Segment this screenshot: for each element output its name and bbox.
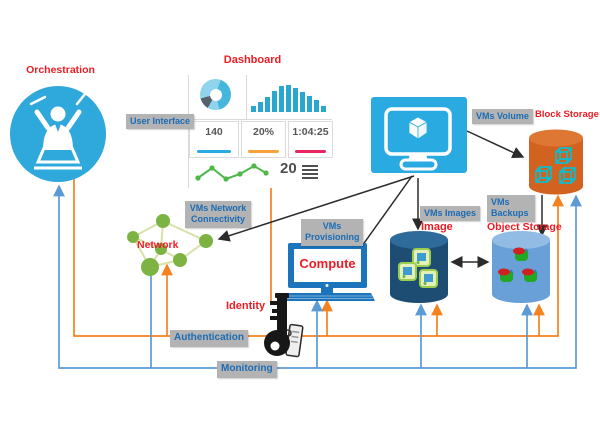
stat-value: 140 (205, 126, 223, 138)
panel-divider (188, 119, 332, 120)
compute-label: Compute (299, 256, 356, 271)
network-label: Network (137, 239, 179, 251)
user-interface-monitor-icon (371, 97, 467, 173)
line-chart (195, 163, 269, 182)
object-storage-label: Object Storage (487, 221, 562, 233)
vm-image-glyphs (398, 248, 438, 288)
stat-card: 1:04:25 (288, 121, 333, 158)
stat-underline (248, 150, 279, 153)
monitoring-tag: Monitoring (217, 361, 277, 378)
block-storage-label: Block Storage (535, 109, 599, 120)
orchestration-label: Orchestration (26, 64, 95, 76)
vms-backups-tag: VMs Backups (487, 195, 535, 222)
orchestration-icon (10, 86, 106, 182)
user-interface-tag: User Interface (126, 114, 195, 130)
network-icon (127, 214, 213, 276)
vms-images-tag: VMs Images (420, 206, 481, 222)
stat-card: 140 (189, 121, 239, 158)
object-glyphs (498, 247, 538, 282)
identity-key-icon (264, 293, 304, 358)
monitoring-bus-line (53, 184, 582, 369)
vms-volume-tag: VMs Volume (472, 109, 533, 125)
panel-border (188, 75, 189, 188)
arrow-ui-to-block-storage (466, 130, 525, 159)
stat-underline (196, 150, 232, 153)
arrow-ui-to-network (217, 175, 415, 242)
block-glyphs (535, 147, 576, 184)
stat-value: 1:04:25 (292, 126, 329, 138)
dashboard-title: Dashboard (223, 54, 282, 66)
block-storage-cylinder-icon (529, 129, 583, 195)
panel-divider (246, 75, 247, 119)
bar-chart (251, 81, 330, 112)
vms-provisioning-tag: VMs Provisioning (301, 219, 363, 246)
vms-network-connectivity-tag: VMs Network Connectivity (185, 201, 251, 228)
stat-value: 20% (252, 126, 274, 138)
list-count: 20 (280, 160, 297, 177)
dashboard-panel: 140 20% 1:04:25 20 (188, 75, 333, 188)
image-label: Image (421, 221, 453, 233)
stat-underline (295, 150, 326, 153)
list-icon (302, 165, 318, 179)
object-storage-cylinder-icon (492, 231, 550, 303)
image-cylinder-icon (390, 231, 448, 303)
stat-card: 20% (241, 121, 286, 158)
donut-chart (200, 79, 231, 110)
compute-icon (279, 243, 375, 301)
authentication-tag: Authentication (170, 330, 248, 347)
identity-label: Identity (226, 300, 266, 312)
